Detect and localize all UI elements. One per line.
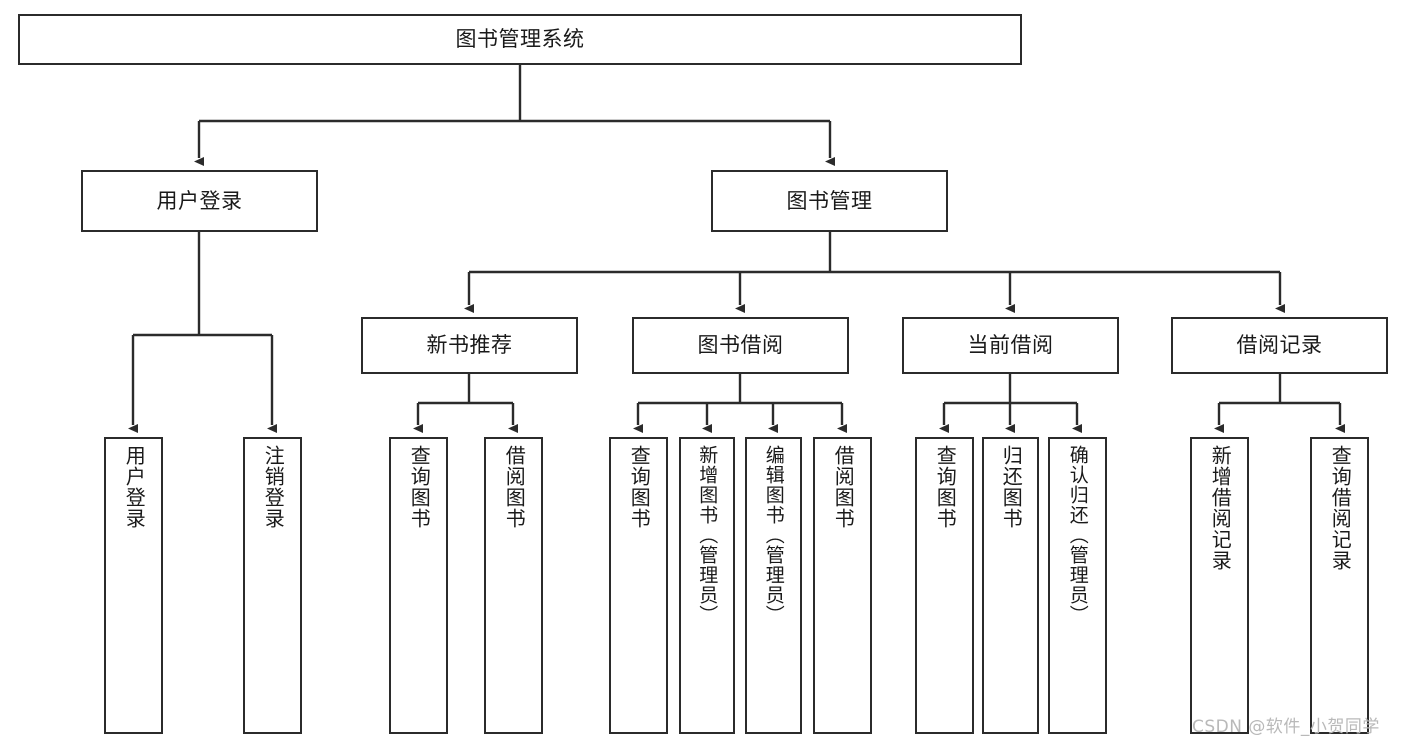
node-label: 用户登录 xyxy=(156,188,243,213)
leaf-return-book[interactable]: 归还图书 xyxy=(982,437,1039,734)
leaf-query-borrow-record[interactable]: 查询借阅记录 xyxy=(1310,437,1369,734)
leaf-user-login[interactable]: 用户登录 xyxy=(104,437,163,734)
leaf-confirm-return-admin[interactable]: 确认归还（管理员） xyxy=(1048,437,1107,734)
node-new-book-recommend[interactable]: 新书推荐 xyxy=(361,317,578,374)
leaf-query-book-recommend[interactable]: 查询图书 xyxy=(389,437,448,734)
node-book-management[interactable]: 图书管理 xyxy=(711,170,948,232)
leaf-add-book-admin[interactable]: 新增图书（管理员） xyxy=(679,437,735,734)
node-book-borrow[interactable]: 图书借阅 xyxy=(632,317,849,374)
leaf-borrow-book[interactable]: 借阅图书 xyxy=(813,437,872,734)
leaf-borrow-book-recommend[interactable]: 借阅图书 xyxy=(484,437,543,734)
node-label: 当前借阅 xyxy=(967,333,1054,357)
node-borrow-record[interactable]: 借阅记录 xyxy=(1171,317,1388,374)
leaf-edit-book-admin[interactable]: 编辑图书（管理员） xyxy=(745,437,802,734)
node-label: 借阅记录 xyxy=(1236,333,1323,357)
node-label: 用户登录 xyxy=(122,445,147,529)
node-label: 图书借阅 xyxy=(697,333,784,357)
node-label: 确认归还（管理员） xyxy=(1066,445,1089,625)
node-label: 新书推荐 xyxy=(426,333,513,357)
node-label: 归还图书 xyxy=(999,445,1024,529)
node-label: 查询图书 xyxy=(933,445,958,529)
node-label: 新增借阅记录 xyxy=(1208,445,1233,571)
node-label: 注销登录 xyxy=(261,445,286,529)
node-label: 借阅图书 xyxy=(502,445,527,529)
node-label: 查询图书 xyxy=(627,445,652,529)
node-label: 图书管理系统 xyxy=(455,27,585,51)
node-root-library-system[interactable]: 图书管理系统 xyxy=(18,14,1022,65)
node-label: 借阅图书 xyxy=(831,445,856,529)
node-label: 查询图书 xyxy=(407,445,432,529)
leaf-logout[interactable]: 注销登录 xyxy=(243,437,302,734)
node-label: 图书管理 xyxy=(786,188,873,213)
node-label: 查询借阅记录 xyxy=(1328,445,1353,571)
node-label: 编辑图书（管理员） xyxy=(762,445,785,625)
leaf-query-book-borrow[interactable]: 查询图书 xyxy=(609,437,668,734)
watermark-text: CSDN @软件_小贺同学 xyxy=(1192,717,1380,737)
leaf-query-book-current[interactable]: 查询图书 xyxy=(915,437,974,734)
node-current-borrow[interactable]: 当前借阅 xyxy=(902,317,1119,374)
leaf-add-borrow-record[interactable]: 新增借阅记录 xyxy=(1190,437,1249,734)
node-label: 新增图书（管理员） xyxy=(696,445,719,625)
node-user-login[interactable]: 用户登录 xyxy=(81,170,318,232)
